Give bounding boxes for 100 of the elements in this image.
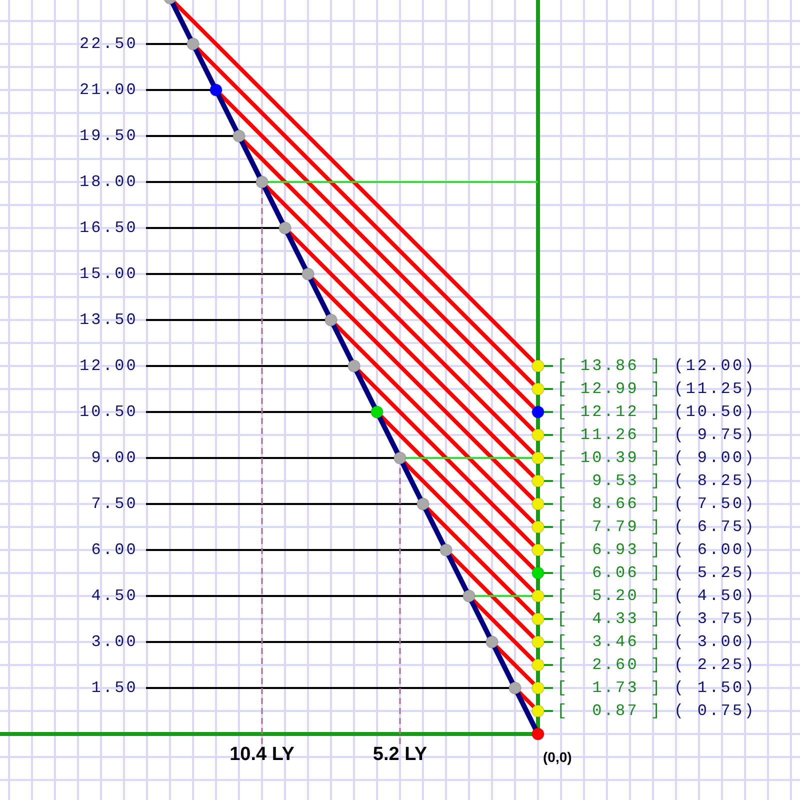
axis-label: 12.00 <box>79 358 138 374</box>
leader-line <box>146 687 509 689</box>
coordinate-label: ( 7.50) <box>674 496 756 512</box>
event-dot <box>532 590 544 602</box>
event-dot <box>532 728 544 740</box>
axis-label: 6.00 <box>91 542 138 558</box>
coordinate-label: ( 0.75) <box>674 703 756 719</box>
leader-line <box>146 181 256 183</box>
light-signal-line <box>472 598 536 662</box>
event-dot <box>440 544 452 556</box>
leader-line <box>146 319 325 321</box>
coordinate-label: [ 0.87 ] <box>557 703 662 719</box>
light-signal-line <box>172 0 536 364</box>
coordinate-label: [ 13.86 ] <box>557 358 662 374</box>
event-dot <box>532 452 544 464</box>
leader-line <box>146 273 302 275</box>
axis-label: 10.50 <box>79 404 138 420</box>
coordinate-label: ( 1.50) <box>674 680 756 696</box>
coordinate-label: ( 6.75) <box>674 519 756 535</box>
light-signal-line <box>380 414 536 570</box>
coordinate-label: [ 5.20 ] <box>557 588 662 604</box>
coordinate-label: (11.25) <box>674 381 756 397</box>
coordinate-label: ( 3.75) <box>674 611 756 627</box>
event-dot <box>324 314 338 326</box>
event-dot <box>532 428 544 442</box>
axis-label: 7.50 <box>91 496 138 512</box>
light-signal-line <box>356 368 536 548</box>
axis-label: 15.00 <box>79 266 138 282</box>
coordinate-label: (10.50) <box>674 404 756 420</box>
event-dot <box>462 590 476 602</box>
event-dot <box>532 682 544 694</box>
light-signal-line <box>518 690 536 708</box>
light-signal-line <box>402 460 536 594</box>
event-dot <box>532 636 544 648</box>
light-signal-line <box>242 138 536 432</box>
event-dot <box>210 84 222 96</box>
leader-line <box>146 135 233 137</box>
light-signal-line <box>334 322 536 524</box>
light-signal-line <box>196 46 536 386</box>
axis-label: 9.00 <box>91 450 138 466</box>
event-dot <box>302 268 314 280</box>
leader-line <box>146 549 440 551</box>
light-signal-line <box>448 552 536 640</box>
leader-line <box>146 595 463 597</box>
event-dot <box>532 360 544 372</box>
simultaneity-line <box>406 457 532 459</box>
leader-line <box>146 641 486 643</box>
event-dot <box>486 636 498 648</box>
light-signal-line <box>288 230 536 478</box>
leader-line <box>146 365 348 367</box>
axis-label: 22.50 <box>79 36 138 52</box>
axis-label: 13.50 <box>79 312 138 328</box>
simultaneity-line <box>268 181 538 183</box>
event-dot <box>532 498 544 510</box>
axis-label: 18.00 <box>79 174 138 190</box>
event-dot <box>532 704 544 718</box>
leader-line <box>146 89 210 91</box>
coordinate-label: [ 3.46 ] <box>557 634 662 650</box>
light-signal-line <box>426 506 536 616</box>
axis-label: 3.00 <box>91 634 138 650</box>
leader-line <box>146 411 371 413</box>
coordinate-label: ( 4.50) <box>674 588 756 604</box>
leader-line <box>146 503 417 505</box>
event-dot <box>532 382 544 396</box>
coordinate-label: [ 10.39 ] <box>557 450 662 466</box>
axis-label: 21.00 <box>79 82 138 98</box>
event-dot <box>256 176 268 188</box>
event-dot <box>508 682 522 694</box>
event-dot <box>186 38 200 50</box>
axis-label: 16.50 <box>79 220 138 236</box>
event-dot <box>416 498 430 510</box>
coordinate-label: [ 7.79 ] <box>557 519 662 535</box>
light-signal-line <box>218 92 536 410</box>
coordinate-label: ( 2.25) <box>674 657 756 673</box>
coordinate-label: [ 12.12 ] <box>557 404 662 420</box>
event-dot <box>532 612 544 626</box>
coordinate-label: ( 9.75) <box>674 427 756 443</box>
event-dot <box>370 406 384 418</box>
event-dot <box>532 520 544 534</box>
event-dot <box>532 474 544 488</box>
origin-label: (0,0) <box>543 750 572 764</box>
event-dot <box>532 406 544 418</box>
distance-label: 5.2 LY <box>372 744 428 764</box>
coordinate-label: ( 6.00) <box>674 542 756 558</box>
coordinate-label: [ 9.53 ] <box>557 473 662 489</box>
leader-line <box>146 227 279 229</box>
event-dot <box>532 658 544 672</box>
coordinate-label: [ 2.60 ] <box>557 657 662 673</box>
light-signal-line <box>494 644 536 686</box>
coordinate-label: ( 8.25) <box>674 473 756 489</box>
coordinate-label: ( 9.00) <box>674 450 756 466</box>
event-dot <box>394 452 406 464</box>
event-dot <box>348 360 360 372</box>
coordinate-label: [ 12.99 ] <box>557 381 662 397</box>
event-dot <box>532 544 544 556</box>
axis-label: 4.50 <box>91 588 138 604</box>
event-dot <box>232 130 246 142</box>
coordinate-label: [ 1.73 ] <box>557 680 662 696</box>
simultaneity-line <box>475 595 532 597</box>
coordinate-label: [ 8.66 ] <box>557 496 662 512</box>
